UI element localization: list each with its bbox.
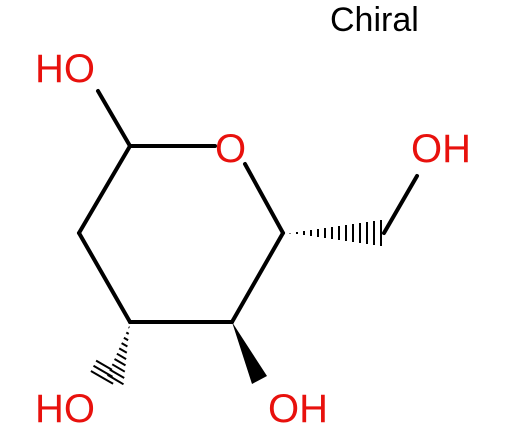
chiral-label: Chiral xyxy=(330,1,419,39)
bond-c3-c2 xyxy=(77,231,132,324)
hashed-wedge-c3-oh xyxy=(90,326,130,386)
bond-c5-c4 xyxy=(230,231,285,324)
hydroxyl-label-bottom-middle: OH xyxy=(268,387,328,429)
hydroxyl-label-bottom-left: HO xyxy=(35,387,95,429)
bond-c6-oh xyxy=(382,174,419,235)
hashed-wedge-c5-c6 xyxy=(289,220,382,246)
ring-oxygen-label: O xyxy=(215,127,246,171)
hydroxyl-label-top-left: HO xyxy=(35,47,95,91)
bond-c1-oh xyxy=(96,89,132,148)
hydroxyl-label-right: OH xyxy=(411,127,471,171)
bond-c2-c1 xyxy=(77,144,132,235)
bond-o-ring-c5 xyxy=(243,162,285,235)
solid-wedge-c4-oh xyxy=(232,322,267,384)
